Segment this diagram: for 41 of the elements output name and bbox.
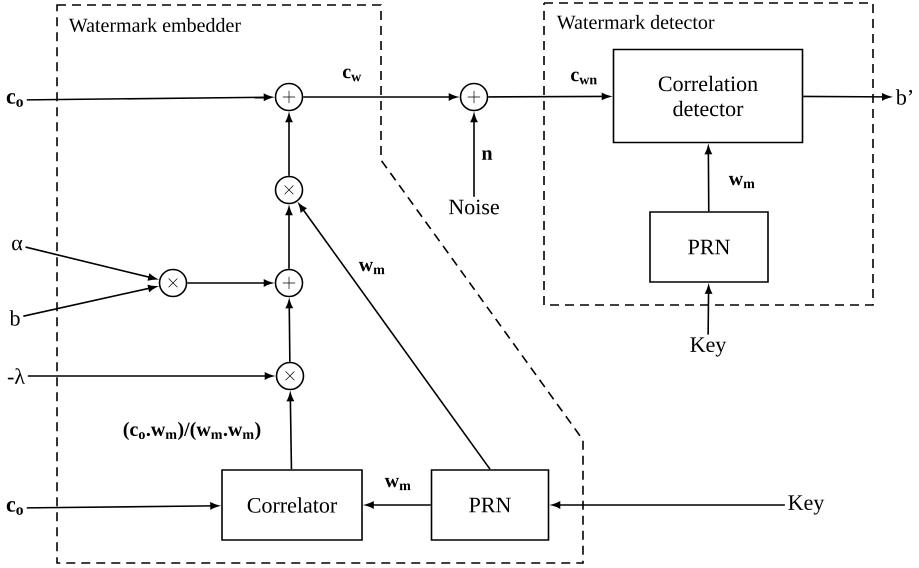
edge-label: w$_{m}$ xyxy=(384,478,411,490)
arrow xyxy=(470,114,478,197)
edge-label: c$_{w}$ xyxy=(342,68,362,82)
arrow xyxy=(187,280,272,286)
arrow xyxy=(298,204,491,470)
arrow xyxy=(23,284,157,317)
signal-label: c$_{o}$ xyxy=(6,93,23,107)
process-box: Correlation detector xyxy=(612,48,804,144)
arrow xyxy=(365,502,431,508)
arrow xyxy=(705,285,712,335)
edge-label: c$_{wn}$ xyxy=(571,72,597,84)
signal-label: α xyxy=(12,240,22,250)
arrow xyxy=(28,372,274,380)
arrow xyxy=(26,94,272,101)
edge-label: n xyxy=(482,150,492,160)
arrow xyxy=(286,392,294,470)
arrow xyxy=(803,93,890,100)
signal-label: -λ xyxy=(8,368,25,384)
arrow xyxy=(286,300,293,362)
signal-label: Key xyxy=(690,337,726,357)
arrow xyxy=(552,502,785,508)
signal-label: Key xyxy=(788,495,824,515)
edge-label: w$_{m}$ xyxy=(728,176,755,188)
arrow xyxy=(488,93,610,100)
edge-label: w$_{m}$ xyxy=(358,262,385,274)
process-box: PRN xyxy=(430,469,550,541)
edge-label: (c$_{o}$.w$_{m}$)/(w$_{m}$.w$_{m}$) xyxy=(124,422,260,440)
arrow xyxy=(303,94,458,100)
arrow xyxy=(26,502,219,510)
frame-title: Watermark detector xyxy=(556,14,714,30)
signal-label: c$_{o}$ xyxy=(6,501,23,515)
signal-label: b xyxy=(10,310,20,326)
process-box: Correlator xyxy=(221,469,363,541)
arrow xyxy=(286,206,292,269)
frame-title: Watermark embedder xyxy=(68,18,241,32)
arrow xyxy=(704,146,712,212)
arrow xyxy=(25,246,157,281)
arrow xyxy=(286,114,292,176)
signal-label: Noise xyxy=(448,200,499,214)
signal-label: b’ xyxy=(896,89,912,105)
process-box: PRN xyxy=(649,211,769,283)
